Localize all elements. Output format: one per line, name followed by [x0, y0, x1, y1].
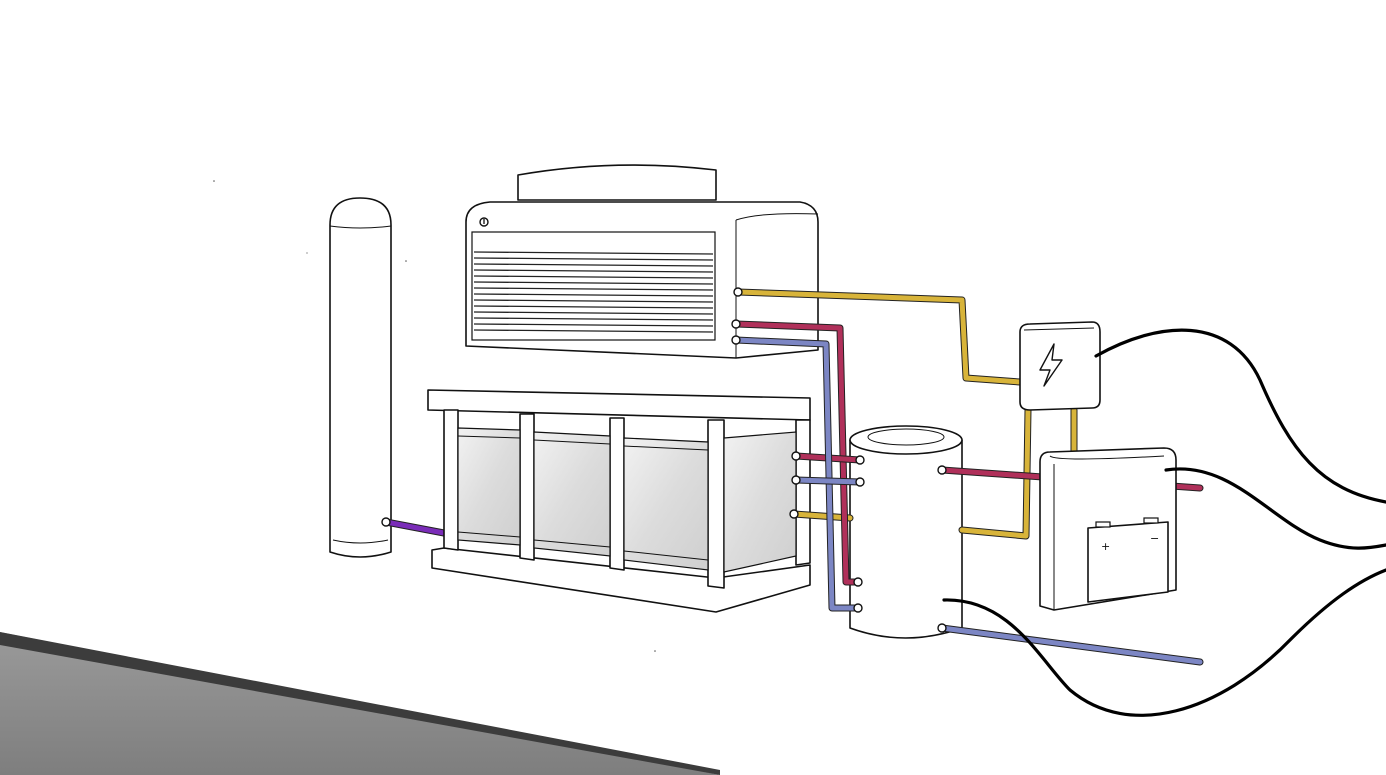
heat-pump-unit [465, 164, 819, 359]
power-cables [942, 328, 1386, 717]
sketch-specks [213, 180, 656, 652]
electrical-box [1019, 321, 1101, 411]
storage-tank [329, 197, 392, 558]
hydrogen-pipe [381, 517, 448, 537]
battery-icon [1087, 521, 1169, 603]
lightning-bolt-icon [1039, 343, 1063, 387]
floor-slab [0, 632, 720, 775]
pipe-ports [731, 287, 947, 633]
cold-pipes [732, 336, 1204, 666]
electrolyser-rack [427, 389, 811, 613]
heat-pump-louvres [473, 251, 714, 333]
battery-minus-label: − [1150, 532, 1159, 545]
battery-plus-label: + [1101, 540, 1110, 553]
hot-water-cylinder [849, 425, 963, 639]
battery-pack: + − [1039, 447, 1177, 611]
gas-pipes [734, 288, 1078, 540]
